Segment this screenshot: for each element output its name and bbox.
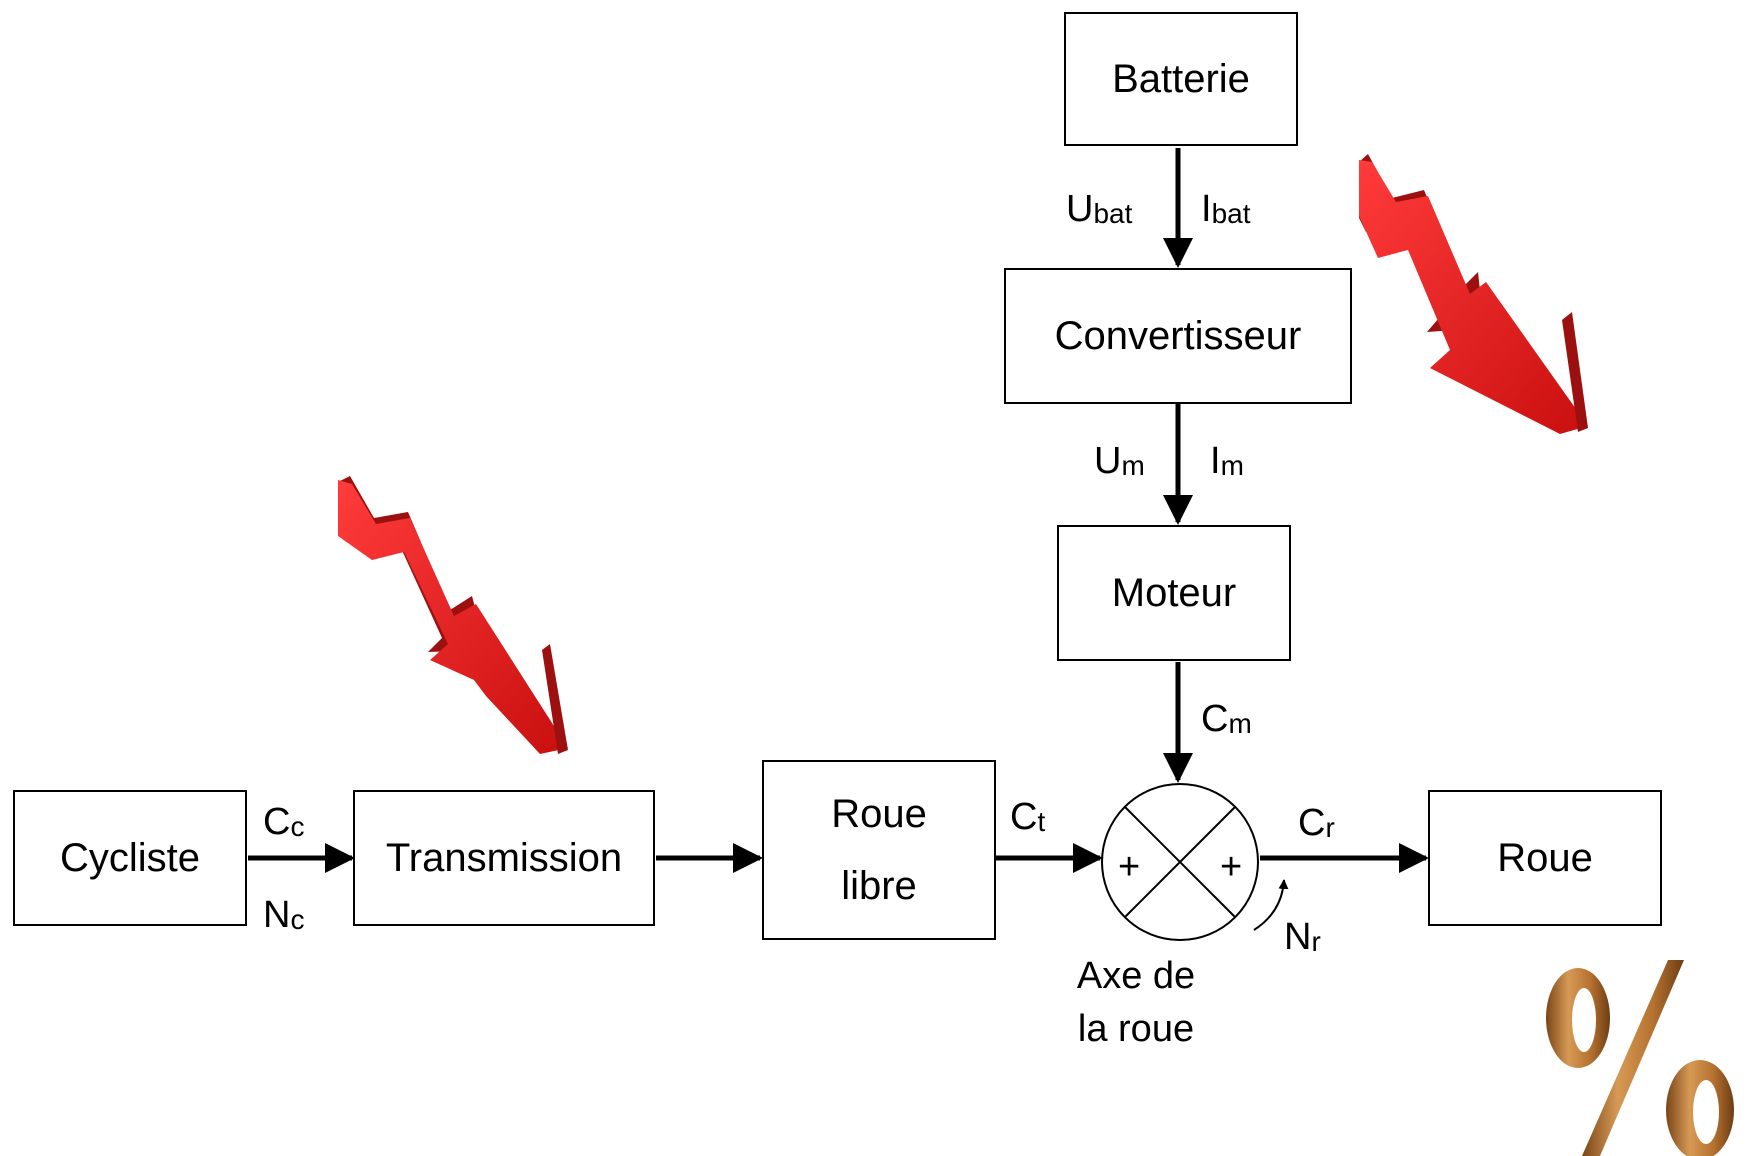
- label-cr: Cr: [1298, 802, 1335, 844]
- label-cm: Cm: [1201, 698, 1252, 740]
- roue-libre-line1: Roue: [831, 792, 927, 836]
- label-nr: Nr: [1284, 916, 1321, 958]
- wooden-percent-icon: [1546, 960, 1734, 1156]
- junction-caption: Axe de la roue: [1046, 950, 1226, 1056]
- junction-plus-left: +: [1118, 846, 1141, 888]
- summing-junction: [1101, 783, 1259, 941]
- label-ibat: Ibat: [1201, 188, 1251, 230]
- block-batterie: Batterie: [1064, 12, 1298, 146]
- junction-plus-right: +: [1220, 846, 1243, 888]
- red-zigzag-arrow-icon: [1359, 154, 1588, 434]
- label-cc: Cc: [263, 801, 305, 843]
- block-cycliste: Cycliste: [13, 790, 247, 926]
- junction-caption-line1: Axe de: [1076, 955, 1196, 997]
- roue-libre-line2: libre: [841, 864, 917, 908]
- label-nc: Nc: [263, 894, 305, 936]
- label-im: Im: [1210, 440, 1244, 482]
- block-roue: Roue: [1428, 790, 1662, 926]
- block-transmission: Transmission: [353, 790, 655, 926]
- junction-caption-line2: la roue: [1077, 1008, 1195, 1051]
- block-roue-libre: Roue libre: [762, 760, 996, 940]
- block-moteur: Moteur: [1057, 525, 1291, 661]
- label-um: Um: [1094, 440, 1145, 482]
- block-convertisseur: Convertisseur: [1004, 268, 1352, 404]
- label-ubat: Ubat: [1066, 188, 1133, 230]
- red-zigzag-arrow-icon: [338, 476, 568, 754]
- label-ct: Ct: [1010, 796, 1046, 838]
- nr-curved-arrow: [1253, 879, 1289, 931]
